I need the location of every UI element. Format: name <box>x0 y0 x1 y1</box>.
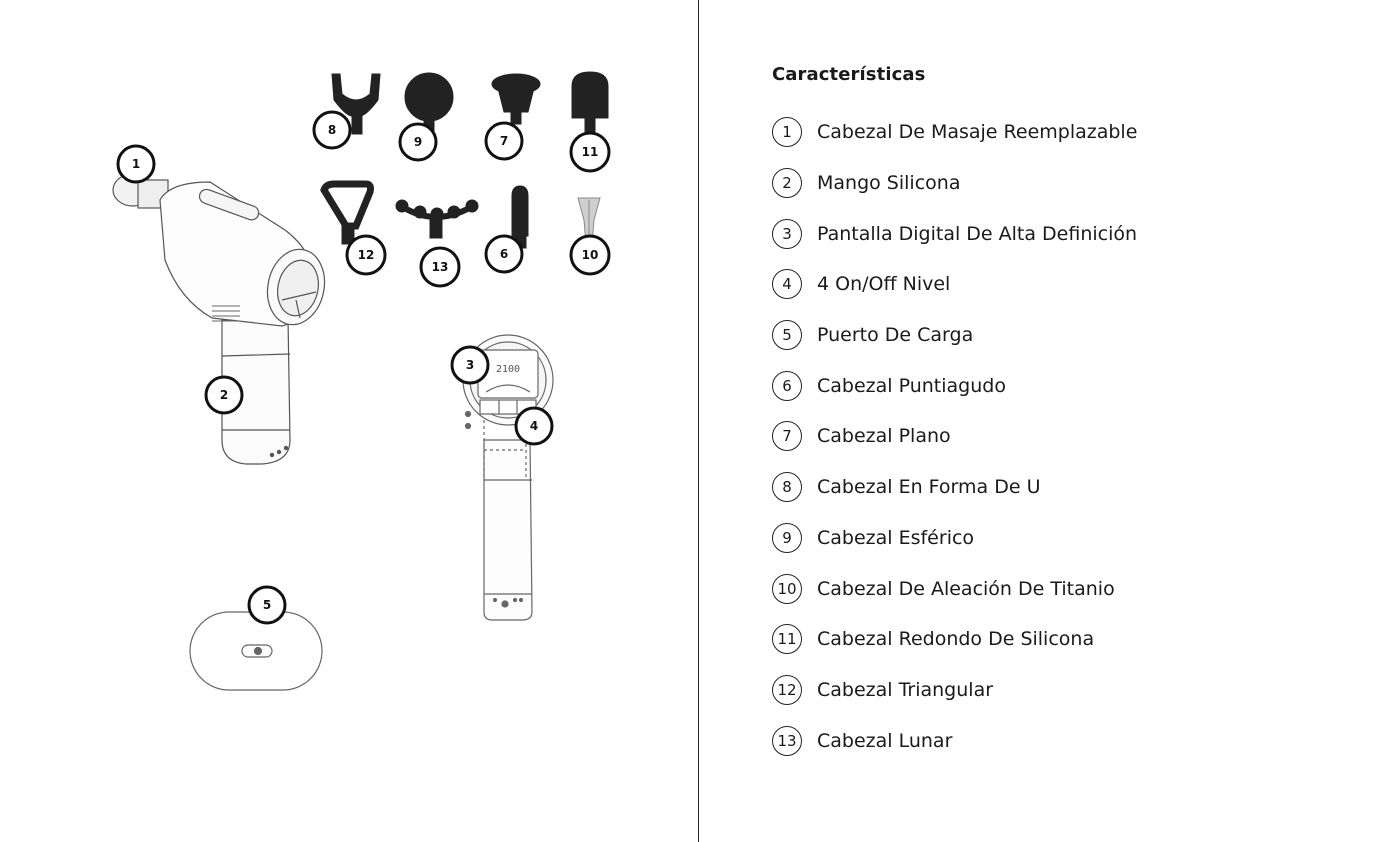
feature-label: Cabezal Plano <box>817 425 951 448</box>
feature-label: Cabezal En Forma De U <box>817 476 1041 499</box>
callout-8: 8 <box>312 110 352 150</box>
feature-label: Cabezal Lunar <box>817 729 953 752</box>
callout-5: 5 <box>247 585 287 625</box>
feature-label: Cabezal De Aleación De Titanio <box>817 577 1115 600</box>
svg-text:6: 6 <box>500 247 508 261</box>
svg-text:7: 7 <box>500 134 508 148</box>
feature-item: 4 4 On/Off Nivel <box>772 259 1352 310</box>
feature-label: Cabezal Puntiagudo <box>817 374 1006 397</box>
pointed-head-icon <box>511 185 529 249</box>
feature-item: 9 Cabezal Esférico <box>772 513 1352 564</box>
feature-number-badge: 6 <box>772 370 802 401</box>
feature-item: 6 Cabezal Puntiagudo <box>772 360 1352 411</box>
callout-6: 6 <box>484 234 524 274</box>
feature-item: 7 Cabezal Plano <box>772 411 1352 462</box>
features-list: 1 Cabezal De Masaje Reemplazable 2 Mango Si… <box>772 107 1352 766</box>
feature-item: 12 Cabezal Triangular <box>772 665 1352 716</box>
feature-number-badge: 9 <box>772 522 802 553</box>
vertical-divider <box>698 0 699 842</box>
flat-head-icon <box>491 73 541 125</box>
feature-item: 11 Cabezal Redondo De Silicona <box>772 614 1352 665</box>
feature-item: 5 Puerto De Carga <box>772 310 1352 361</box>
feature-number-badge: 8 <box>772 472 802 503</box>
svg-text:1: 1 <box>132 157 140 171</box>
feature-number-badge: 4 <box>772 269 802 300</box>
feature-item: 3 Pantalla Digital De Alta Definición <box>772 208 1352 259</box>
feature-label: Cabezal De Masaje Reemplazable <box>817 121 1138 144</box>
feature-item: 8 Cabezal En Forma De U <box>772 462 1352 513</box>
screen-reading: 2100 <box>496 364 520 375</box>
charging-port-view <box>189 611 323 691</box>
feature-item: 13 Cabezal Lunar <box>772 715 1352 766</box>
feature-number-badge: 12 <box>772 674 802 705</box>
feature-number-badge: 11 <box>772 624 802 655</box>
lunar-head-icon <box>395 199 479 239</box>
feature-number-badge: 13 <box>772 725 802 756</box>
features-section: Características 1 Cabezal De Masaje Reemp… <box>772 64 1352 766</box>
feature-number-badge: 3 <box>772 218 802 249</box>
feature-label: Cabezal Redondo De Silicona <box>817 628 1095 651</box>
callout-3: 3 <box>450 345 490 385</box>
feature-item: 10 Cabezal De Aleación De Titanio <box>772 563 1352 614</box>
u-shape-head-icon <box>331 73 381 135</box>
callout-2: 2 <box>204 375 244 415</box>
feature-number-badge: 10 <box>772 573 802 604</box>
callout-12: 12 <box>345 234 387 276</box>
triangular-head-icon <box>320 180 374 245</box>
callout-1: 1 <box>116 144 156 184</box>
feature-number-badge: 7 <box>772 421 802 452</box>
svg-text:8: 8 <box>328 123 336 137</box>
svg-text:10: 10 <box>582 248 599 262</box>
massage-gun-side-view <box>112 173 326 465</box>
svg-text:3: 3 <box>466 358 474 372</box>
feature-item: 2 Mango Silicona <box>772 158 1352 209</box>
feature-number-badge: 1 <box>772 117 802 148</box>
callouts: 1 2 3 4 5 6 7 8 9 10 11 12 13 <box>116 110 611 625</box>
feature-label: Cabezal Esférico <box>817 526 975 549</box>
feature-label: Cabezal Triangular <box>817 678 994 701</box>
feature-label: Mango Silicona <box>817 172 961 195</box>
attachment-heads <box>320 71 609 249</box>
callout-4: 4 <box>514 406 554 446</box>
svg-text:12: 12 <box>358 248 375 262</box>
feature-number-badge: 5 <box>772 320 802 351</box>
svg-text:5: 5 <box>263 598 271 612</box>
svg-text:4: 4 <box>530 419 538 433</box>
features-title: Características <box>772 64 926 85</box>
callout-9: 9 <box>398 122 438 162</box>
callout-11: 11 <box>569 131 611 173</box>
svg-text:9: 9 <box>414 135 422 149</box>
callout-7: 7 <box>484 121 524 161</box>
feature-label: 4 On/Off Nivel <box>817 273 951 296</box>
svg-text:13: 13 <box>432 260 449 274</box>
feature-number-badge: 2 <box>772 168 802 199</box>
feature-item: 1 Cabezal De Masaje Reemplazable <box>772 107 1352 158</box>
feature-label: Puerto De Carga <box>817 324 974 347</box>
ball-head-icon <box>404 72 454 133</box>
product-illustration: 2100 <box>112 71 611 691</box>
svg-text:11: 11 <box>582 145 599 159</box>
svg-text:2: 2 <box>220 388 228 402</box>
round-silicone-head-icon <box>571 71 609 133</box>
callout-13: 13 <box>419 246 461 288</box>
feature-label: Pantalla Digital De Alta Definición <box>817 222 1138 245</box>
callout-10: 10 <box>569 234 611 276</box>
